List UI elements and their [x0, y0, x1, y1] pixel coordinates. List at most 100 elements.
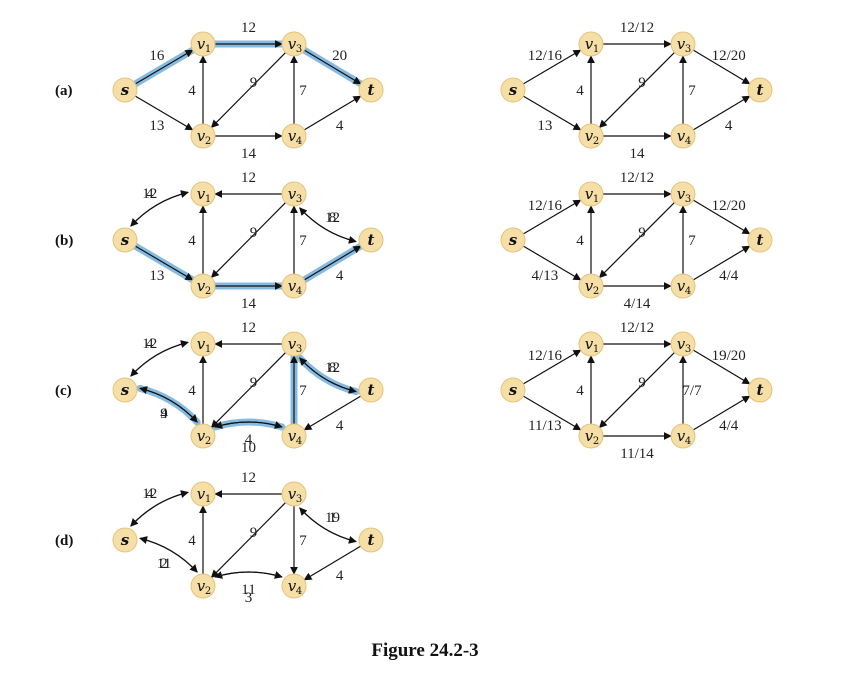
edges	[130, 340, 362, 431]
node-subscript: 2	[205, 136, 211, 147]
edge-s-v2	[135, 245, 194, 281]
edge-v4-v2	[214, 421, 283, 429]
node-subscript: 4	[685, 286, 691, 297]
node-label: v	[197, 185, 206, 203]
edge-label-s-v2: 13	[149, 268, 164, 284]
edge-v3-v2	[210, 52, 286, 129]
row-label: (d)	[55, 533, 73, 549]
node-s: s	[112, 77, 138, 103]
edge-label-v4-v3: 7	[688, 83, 696, 99]
node-label: v	[288, 127, 297, 145]
edge-label-v2-v1: 4	[576, 233, 584, 249]
node-t: t	[358, 227, 384, 253]
edge-label-v2-s: 4	[160, 406, 168, 422]
node-circle	[670, 181, 696, 207]
edge-label-v3-t: 20	[332, 48, 347, 64]
edge-label-s-v2: 11/13	[528, 418, 562, 434]
node-subscript: 4	[296, 436, 302, 447]
edge-v2-s	[139, 536, 198, 573]
edge-label-v2-v4: 14	[241, 296, 257, 312]
edge-v4-t	[692, 245, 751, 281]
node-label: v	[197, 127, 206, 145]
edge-label-v2-v1: 4	[188, 383, 196, 399]
edge-label-v3-t: 8	[329, 210, 337, 226]
node-s: s	[500, 77, 526, 103]
node-s: s	[500, 377, 526, 403]
node-subscript: 4	[296, 286, 302, 297]
edge-label-v2-v4: 3	[245, 590, 253, 606]
edge-v4-t	[692, 395, 751, 431]
edge-label-s-v1: 16	[149, 48, 165, 64]
node-label: s	[509, 81, 518, 99]
node-t: t	[747, 77, 773, 103]
edge-label-v2-v4: 14	[241, 146, 257, 162]
edge-label-v3-t: 19/20	[712, 348, 746, 364]
node-circle	[670, 273, 696, 299]
node-circle	[578, 181, 604, 207]
node-subscript: 3	[685, 44, 691, 55]
edges	[523, 40, 751, 140]
edge-t-v3	[299, 207, 357, 243]
node-circle	[578, 123, 604, 149]
edge-label-v4-v2: 4	[245, 432, 253, 448]
edge-v4-v2	[214, 571, 283, 579]
edge-label-t-v4: 4	[336, 418, 344, 434]
edge-label-v4-v3: 7	[688, 233, 696, 249]
edge-label-s-v1: 4	[146, 336, 154, 352]
node-label: t	[368, 531, 375, 549]
node-t: t	[747, 377, 773, 403]
edge-label-v2-v1: 4	[188, 233, 196, 249]
node-label: t	[368, 381, 375, 399]
node-s: s	[112, 377, 138, 403]
node-label: t	[757, 231, 764, 249]
edge-t-v3	[299, 357, 357, 393]
node-label: s	[121, 81, 130, 99]
node-label: v	[288, 485, 297, 503]
node-subscript: 3	[296, 44, 302, 55]
edge-label-v1-s: 12	[142, 336, 157, 352]
node-label: v	[585, 277, 594, 295]
node-circle	[281, 273, 307, 299]
edges	[130, 190, 362, 290]
node-label: t	[368, 231, 375, 249]
node-label: v	[585, 35, 594, 53]
edge-label-v4-t: 4/4	[719, 268, 739, 284]
edge-v3-v2	[210, 202, 286, 279]
edge-label-t-v3: 12	[325, 210, 340, 226]
node-circle	[670, 331, 696, 357]
edge-label-v4-v3: 7	[299, 233, 307, 249]
node-label: v	[197, 335, 206, 353]
node-circle	[112, 527, 138, 553]
edge-label-v1-v3: 12	[241, 20, 256, 36]
node-subscript: 4	[296, 586, 302, 597]
node-subscript: 2	[593, 136, 599, 147]
node-circle	[281, 573, 307, 599]
edge-label-v4-t: 4	[725, 118, 733, 134]
row-label: (b)	[55, 233, 73, 249]
node-t: t	[747, 227, 773, 253]
edge-label-s-v1: 4	[146, 186, 154, 202]
edge-label-v2-v1: 4	[576, 83, 584, 99]
node-circle	[747, 77, 773, 103]
node-label: s	[509, 231, 518, 249]
edge-label-v3-t: 1	[329, 510, 337, 526]
